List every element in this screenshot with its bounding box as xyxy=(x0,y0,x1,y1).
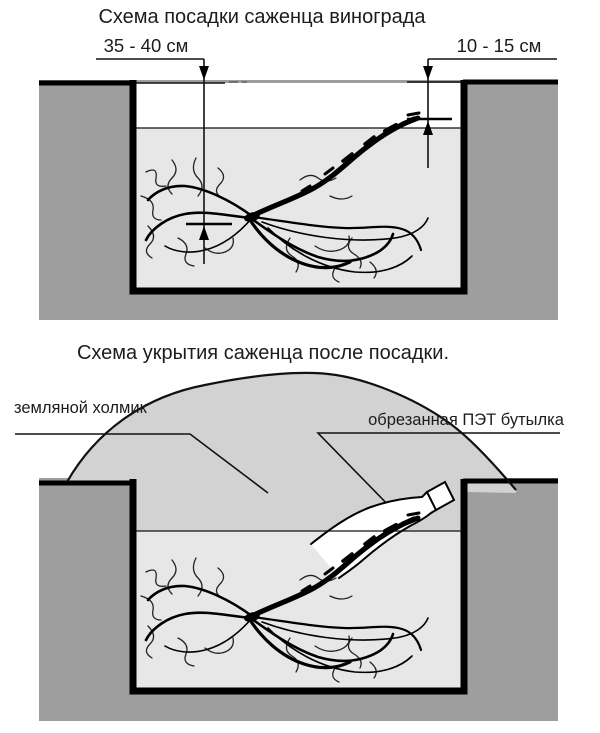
pit-outline xyxy=(129,479,468,695)
diagram2-title: Схема укрытия саженца после посадки. xyxy=(77,342,449,364)
diagram1-title: Схема посадки саженца винограда xyxy=(98,6,426,28)
mound-leader-line xyxy=(15,433,269,494)
pet-bottle-outline xyxy=(310,491,437,579)
earth-mound xyxy=(67,372,516,493)
bottle-leader-line xyxy=(316,432,560,513)
arrow-up-icon xyxy=(199,226,209,240)
arrow-up-icon xyxy=(423,121,433,135)
arrow-down-icon xyxy=(199,66,209,80)
covering-scheme-diagram: земляной холмик обрезанная ПЭТ бутылка С… xyxy=(0,335,600,733)
bottle-upper-edge xyxy=(310,491,428,545)
dimension-depth: 35 - 40 см xyxy=(96,35,232,264)
bottle-lower-edge xyxy=(338,509,437,579)
leader-lines xyxy=(15,432,560,513)
dim-tip-label: 10 - 15 см xyxy=(457,35,542,56)
dim-depth-label: 35 - 40 см xyxy=(104,35,189,56)
mound-label: земляной холмик xyxy=(14,399,148,417)
arrow-down-icon xyxy=(423,66,433,80)
pit-backfill xyxy=(136,128,462,288)
planting-scheme-diagram: 35 - 40 см 10 - 15 см Схема посадки саже… xyxy=(0,0,600,335)
pit-outline xyxy=(129,80,468,295)
bottle-cap xyxy=(425,480,456,512)
pet-bottle-body xyxy=(311,482,454,578)
pit-backfill xyxy=(136,531,462,688)
dimension-tip: 10 - 15 см xyxy=(407,35,557,168)
bottle-label: обрезанная ПЭТ бутылка xyxy=(368,411,565,429)
